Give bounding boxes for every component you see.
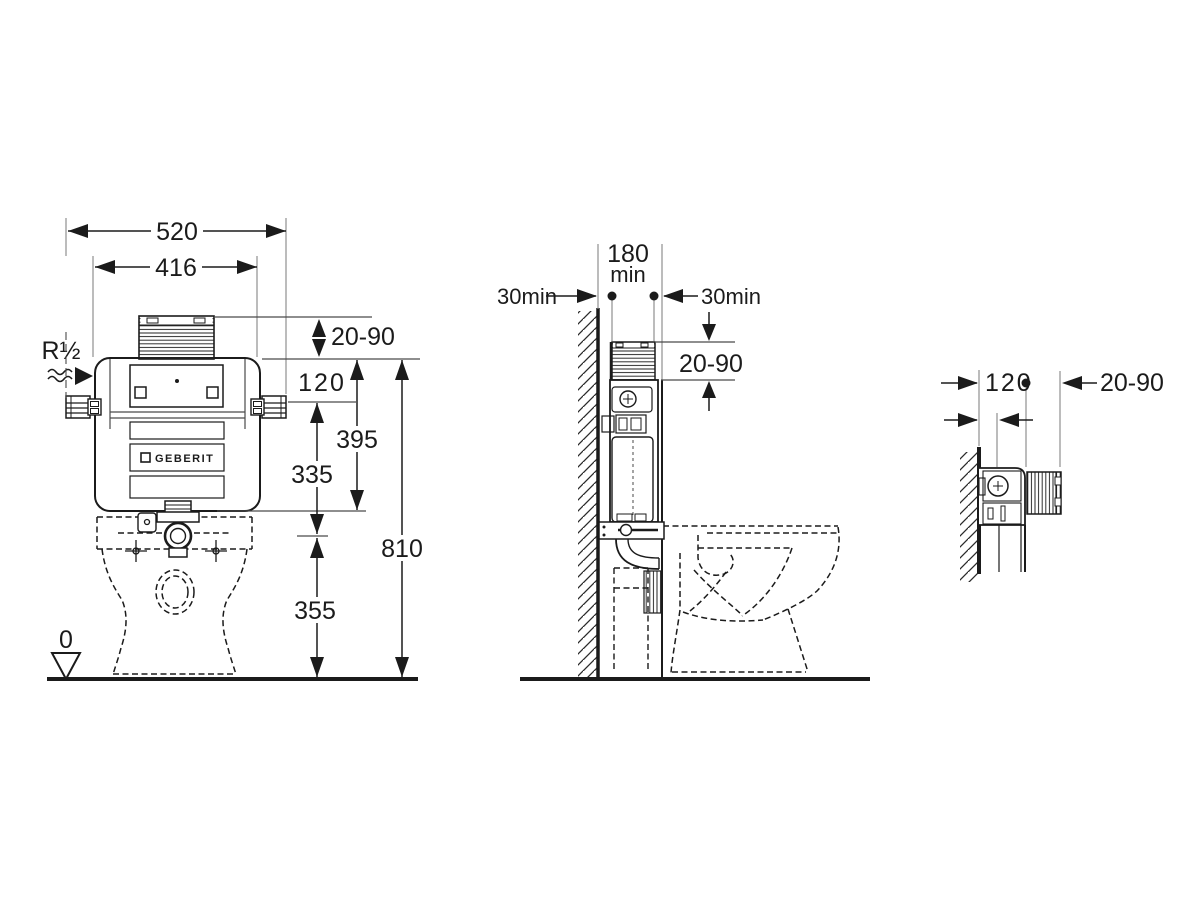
front-brackets bbox=[65, 395, 287, 419]
dim-180-min: 180 min bbox=[607, 240, 649, 287]
brand-logo: GEBERIT bbox=[140, 452, 214, 465]
plan-detail-view: 120 20-90 bbox=[941, 369, 1164, 582]
dim-120-plan: 120 bbox=[941, 369, 1031, 397]
wall-hatch bbox=[578, 311, 598, 677]
dim-335-label: 335 bbox=[291, 461, 333, 489]
front-cistern-body bbox=[94, 357, 261, 512]
dim-335: 335 bbox=[288, 403, 337, 534]
side-bracket-plate bbox=[598, 521, 665, 540]
dim-20-90-side: 20-90 bbox=[679, 312, 743, 411]
dim-point bbox=[649, 291, 659, 301]
brand-logo-text: GEBERIT bbox=[155, 453, 214, 465]
plan-secondary-arrows bbox=[944, 413, 1033, 427]
supply-arrow-icon bbox=[75, 367, 93, 385]
dim-180-unit-label: min bbox=[610, 262, 645, 287]
dim-180-label: 180 bbox=[607, 240, 649, 268]
plan-protection-box bbox=[1026, 471, 1062, 515]
water-supply: R½ bbox=[42, 332, 93, 398]
front-protection-box bbox=[138, 315, 215, 360]
dim-20-90-plan: 20-90 bbox=[1062, 369, 1164, 397]
dim-30min-left-label: 30min bbox=[497, 284, 557, 309]
side-view: 180 min 30min 30min 20-90 bbox=[497, 240, 870, 681]
side-cistern bbox=[601, 379, 659, 523]
dim-395: 395 bbox=[332, 360, 382, 510]
dim-120-front-label: 120 bbox=[298, 369, 346, 397]
dim-416-label: 416 bbox=[155, 254, 197, 282]
side-drain-pipe-dashed bbox=[613, 567, 649, 672]
dim-520: 520 bbox=[68, 218, 286, 246]
plan-dimensions: 120 20-90 bbox=[941, 369, 1164, 467]
plan-wall bbox=[960, 447, 981, 582]
dim-30min-right: 30min bbox=[663, 284, 761, 309]
dim-point bbox=[1021, 378, 1031, 388]
dim-30min-left: 30min bbox=[497, 284, 597, 309]
side-dimensions: 180 min 30min 30min 20-90 bbox=[497, 240, 761, 411]
dim-30min-right-label: 30min bbox=[701, 284, 761, 309]
dim-395-label: 395 bbox=[336, 426, 378, 454]
front-view: GEBERIT bbox=[42, 218, 427, 682]
wave-icon bbox=[47, 375, 73, 383]
dim-355: 355 bbox=[291, 538, 340, 677]
front-floor: 0 bbox=[47, 626, 418, 682]
wave-icon bbox=[47, 368, 73, 376]
dim-355-label: 355 bbox=[294, 597, 336, 625]
dim-520-label: 520 bbox=[156, 218, 198, 246]
floor-datum-label: 0 bbox=[59, 626, 73, 654]
dim-416: 416 bbox=[95, 254, 257, 282]
wall-hatch bbox=[960, 452, 979, 582]
front-flush-valve bbox=[137, 500, 200, 558]
side-protection-box bbox=[609, 341, 656, 381]
dim-point bbox=[607, 291, 617, 301]
dim-20-90-front-label: 20-90 bbox=[331, 323, 395, 351]
dim-120-front: 120 bbox=[298, 369, 346, 397]
dim-810-label: 810 bbox=[381, 535, 423, 563]
front-dimensions: 520 416 20-90 120 395 bbox=[65, 218, 427, 677]
side-toilet-pan-dashed bbox=[663, 525, 840, 674]
dim-20-90-front: 20-90 bbox=[312, 319, 395, 357]
side-pan-connector-collar bbox=[643, 570, 662, 614]
front-pan-fixing-crosses bbox=[125, 540, 227, 562]
side-flush-bend bbox=[615, 538, 660, 570]
water-supply-label: R½ bbox=[42, 337, 81, 365]
datum-icon bbox=[50, 652, 82, 682]
dim-810: 810 bbox=[378, 360, 427, 677]
plan-cistern bbox=[978, 467, 1026, 572]
dim-20-90-side-label: 20-90 bbox=[679, 350, 743, 378]
dim-20-90-plan-label: 20-90 bbox=[1100, 369, 1164, 397]
